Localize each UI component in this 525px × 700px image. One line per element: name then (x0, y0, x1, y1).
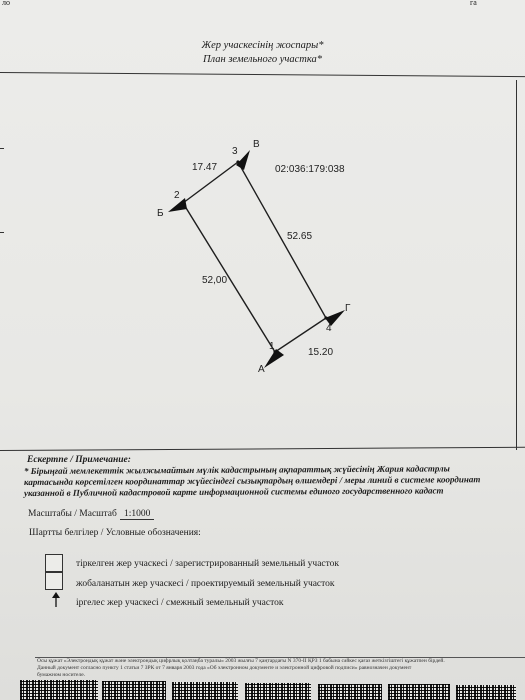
title-ru: План земельного участка* (202, 54, 323, 65)
barcode-5 (318, 684, 382, 700)
barcode-4 (245, 683, 311, 700)
parcel-boundary (182, 160, 327, 353)
arrow-v-icon (236, 150, 250, 170)
point-3-letter: В (253, 139, 260, 150)
side-length-1-2: 52,00 (202, 275, 228, 286)
legend-registered-swatch (45, 554, 63, 572)
barcode-7 (456, 685, 516, 700)
legend-adjacent-label: іргелес жер учаскесі / смежный земельный… (76, 598, 284, 608)
footer-divider (35, 657, 525, 658)
title-kz: Жер учаскесінің жоспары* (201, 40, 324, 51)
barcode-6 (388, 684, 450, 700)
arrow-b-icon (168, 198, 187, 212)
point-3-number: 3 (232, 146, 238, 157)
side-length-2-3: 17.47 (192, 162, 218, 173)
header-fragment-left: ло (2, 0, 10, 7)
arrow-g-icon (325, 310, 345, 326)
legend-heading: Шартты белгілер / Условные обозначения: (29, 528, 201, 538)
vertex-3-marker (236, 160, 240, 164)
notes-heading: Ескертпе / Примечание: (27, 455, 131, 465)
footer-line-1: Осы құжат «Электрондық құжат және электр… (37, 658, 445, 664)
legend-projected-label: жобаланатын жер учаскесі / проектируемый… (76, 579, 335, 589)
vertex-4-marker (324, 316, 328, 320)
footer-line-2: Данный документ согласно пункту 1 статьи… (37, 665, 412, 671)
scale-label: Масштабы / Масштаб (28, 509, 117, 519)
scale-value: 1:1000 (120, 509, 155, 520)
legend-registered-label: тіркелген жер учаскесі / зарегистрирован… (76, 559, 340, 569)
vertex-2-marker (181, 201, 185, 205)
point-4-letter: Г (345, 303, 351, 314)
barcode-2 (102, 681, 166, 700)
point-2-number: 2 (174, 190, 180, 201)
vertex-1-marker (273, 350, 277, 354)
side-length-4-1: 15.20 (308, 347, 334, 358)
barcode-3 (172, 682, 238, 700)
header-fragment-right: га (470, 0, 477, 7)
side-length-3-4: 52.65 (287, 231, 313, 242)
point-1-number: 1 (269, 341, 275, 352)
adjacent-arrow-icon (52, 592, 60, 607)
point-4-number: 4 (326, 323, 332, 334)
point-2-letter: Б (157, 208, 164, 219)
point-1-letter: А (258, 364, 265, 375)
legend-projected-swatch (45, 572, 63, 590)
arrow-a-icon (264, 349, 284, 368)
cadastral-number: 02:036:179:038 (275, 164, 345, 175)
plan-frame-left-tick2 (0, 232, 4, 233)
plan-frame-left-tick (0, 148, 4, 149)
footer-line-3: бумажном носителе. (37, 672, 86, 678)
barcode-1 (20, 680, 98, 700)
plan-frame-right (516, 80, 517, 450)
